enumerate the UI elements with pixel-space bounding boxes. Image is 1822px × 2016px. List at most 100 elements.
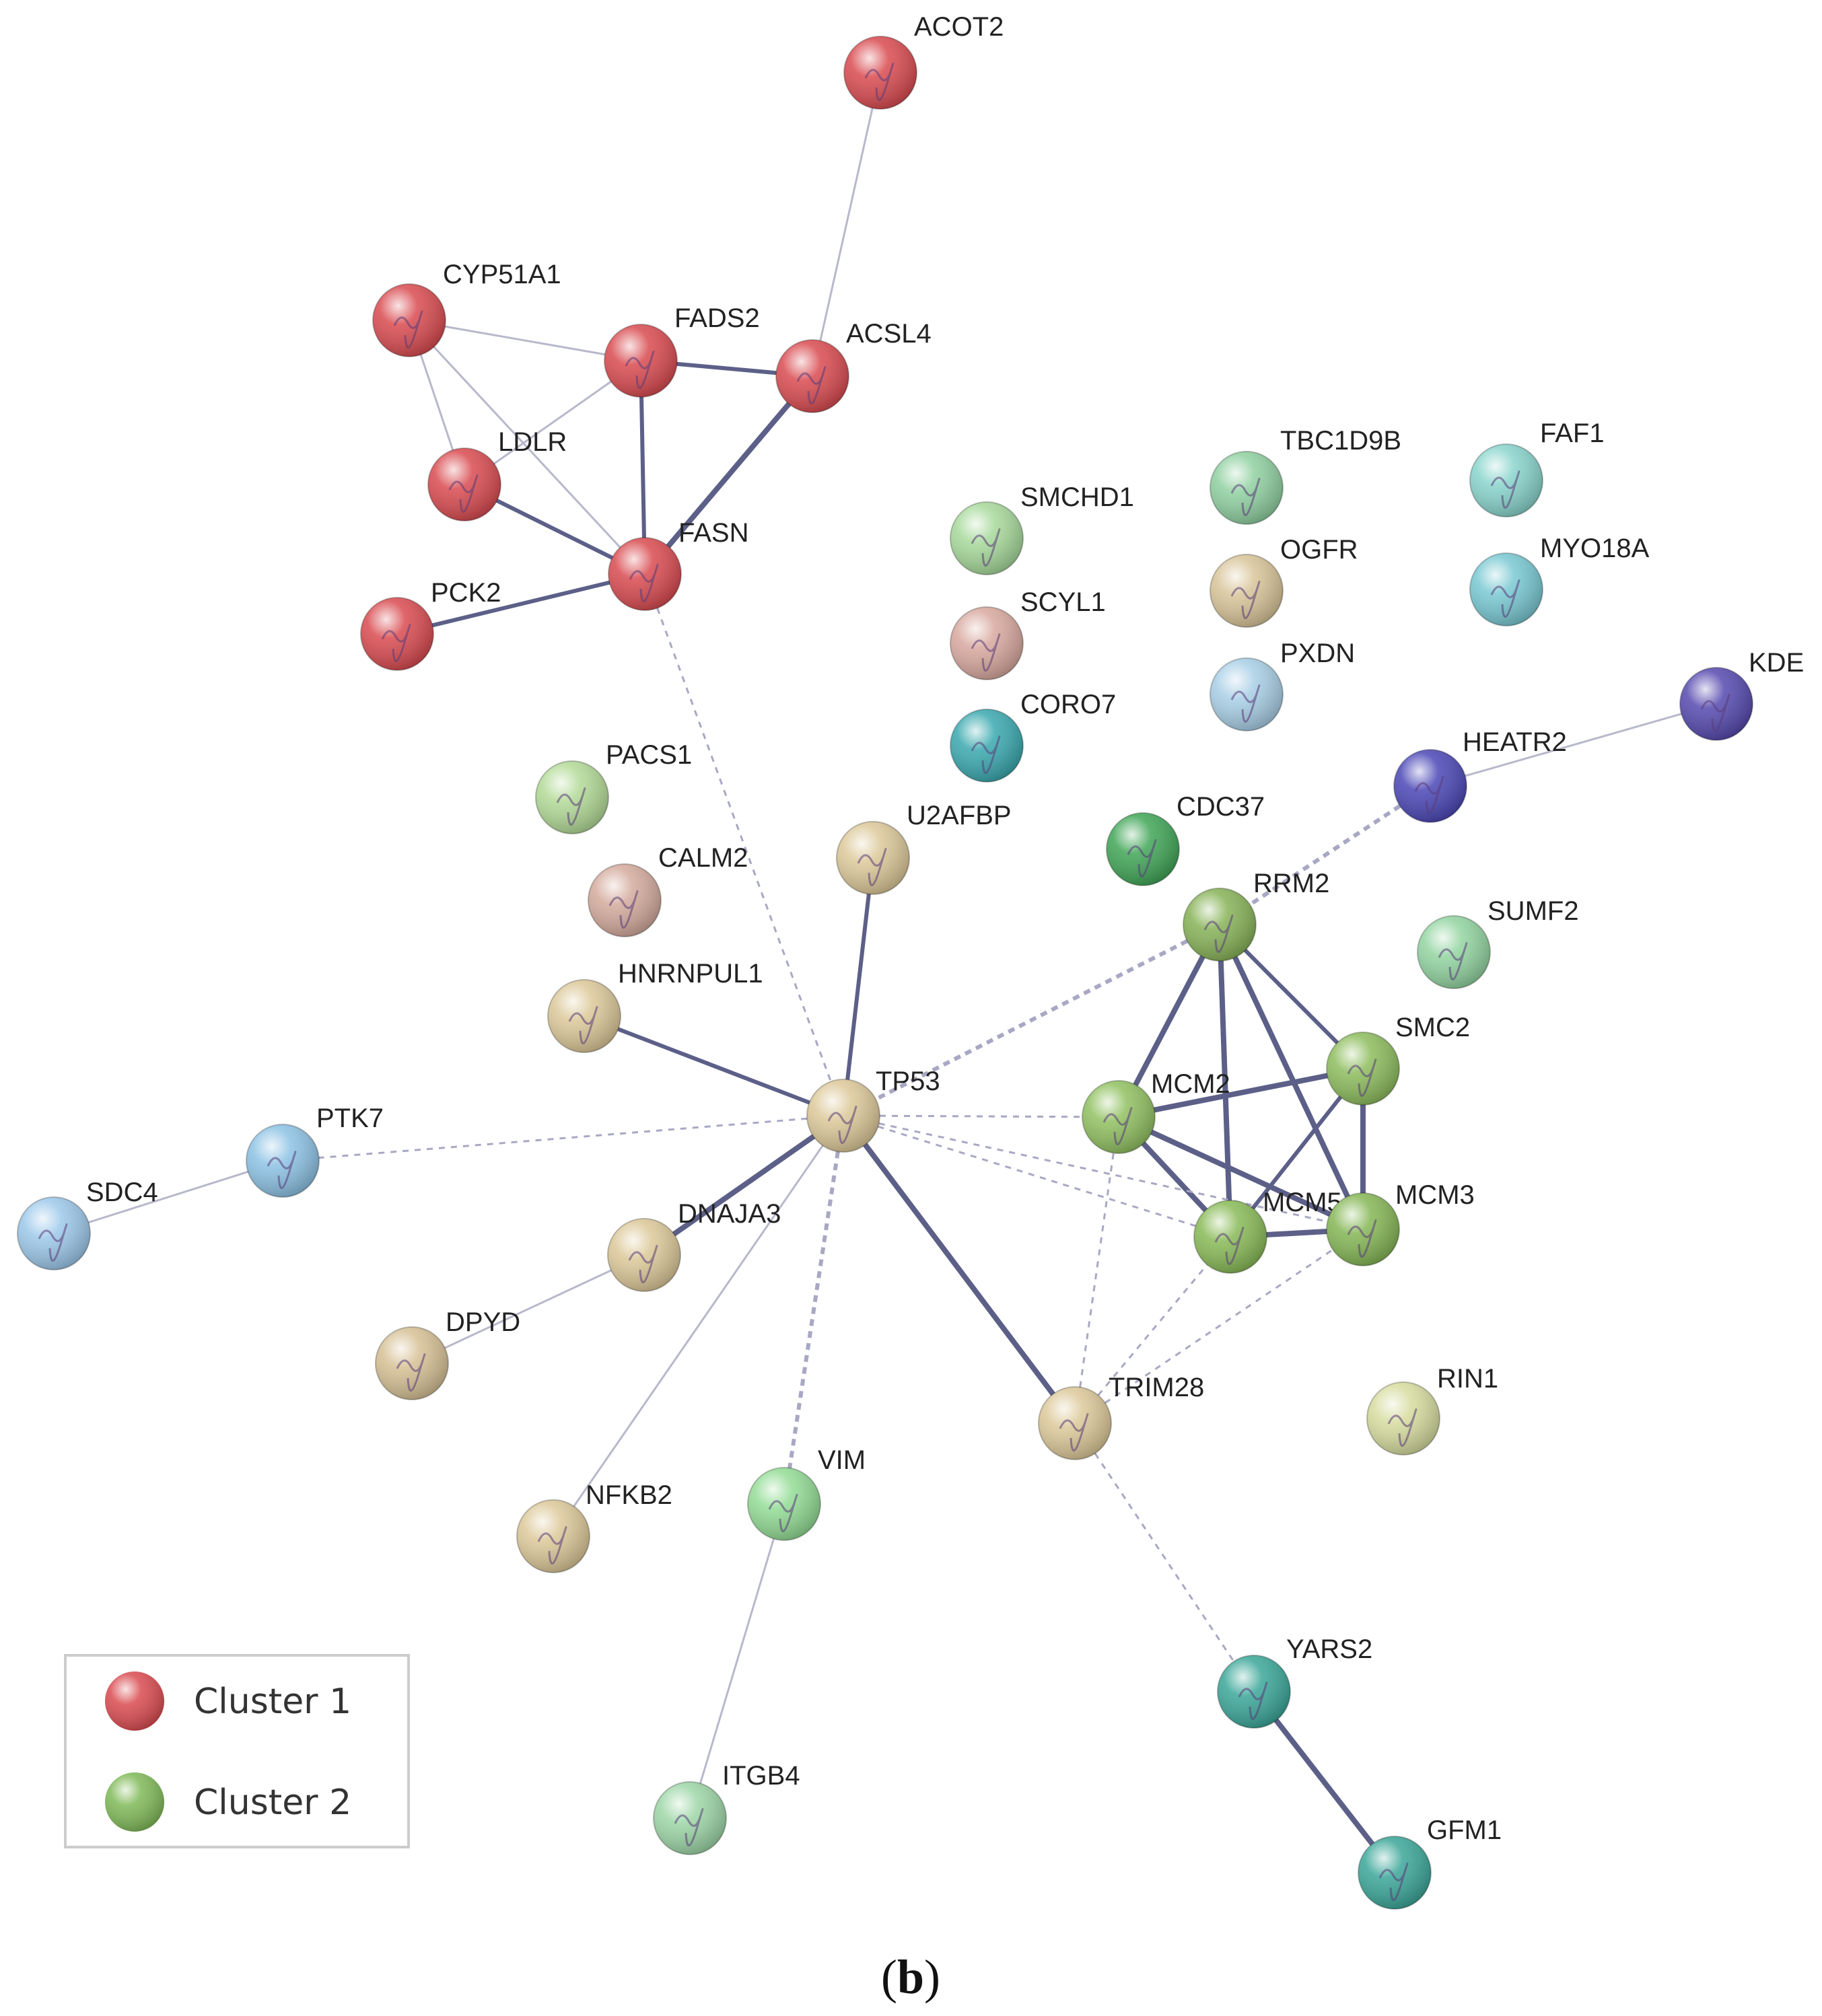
node-tbc1d9b[interactable]: TBC1D9B <box>1210 426 1401 525</box>
node-label: HNRNPUL1 <box>618 959 763 988</box>
node-sphere-shine <box>517 1500 590 1573</box>
legend-label-cluster-2: Cluster 2 <box>194 1783 351 1823</box>
legend-swatch-shine <box>105 1671 164 1731</box>
node-sphere-shine <box>1470 444 1543 517</box>
node-label: HEATR2 <box>1463 727 1567 757</box>
node-cyp51a1[interactable]: CYP51A1 <box>372 260 561 357</box>
node-label: YARS2 <box>1286 1634 1372 1664</box>
protein-structure-icon <box>556 787 586 826</box>
node-sumf2[interactable]: SUMF2 <box>1417 896 1579 989</box>
node-label: MYO18A <box>1540 534 1650 563</box>
node-dnaja3[interactable]: DNAJA3 <box>607 1199 781 1292</box>
node-itgb4[interactable]: ITGB4 <box>653 1761 800 1855</box>
protein-structure-icon <box>1230 684 1261 723</box>
edge-yars2-gfm1 <box>1251 1690 1397 1875</box>
edge-acsl4-fasn <box>642 374 815 576</box>
node-label: PACS1 <box>606 740 692 770</box>
node-myo18a[interactable]: MYO18A <box>1469 534 1650 626</box>
node-kde[interactable]: KDE <box>1679 648 1804 741</box>
node-smchd1[interactable]: SMCHD1 <box>950 482 1134 575</box>
node-ogfr[interactable]: OGFR <box>1210 535 1358 628</box>
edge-tp53-dnaja3 <box>642 1113 845 1258</box>
legend-swatch-shine <box>105 1772 164 1832</box>
node-nfkb2[interactable]: NFKB2 <box>516 1480 672 1573</box>
protein-structure-icon <box>1490 579 1520 618</box>
node-smc2[interactable]: SMC2 <box>1326 1013 1470 1106</box>
legend-label-cluster-1: Cluster 1 <box>194 1682 351 1722</box>
edge-trim28-mcm2 <box>1074 1116 1120 1424</box>
node-label: CYP51A1 <box>443 260 561 289</box>
protein-structure-icon <box>857 848 887 887</box>
node-label: SDC4 <box>86 1178 158 1207</box>
node-rrm2[interactable]: RRM2 <box>1183 869 1329 962</box>
node-heatr2[interactable]: HEATR2 <box>1393 727 1567 823</box>
protein-structure-icon <box>267 1151 297 1190</box>
node-label: OGFR <box>1280 535 1358 565</box>
protein-structure-icon <box>396 1353 426 1392</box>
node-sphere-shine <box>1210 452 1283 524</box>
legend-item-cluster-1: Cluster 1 <box>105 1671 351 1731</box>
node-scyl1[interactable]: SCYL1 <box>950 587 1106 680</box>
protein-structure-icon <box>1387 1408 1417 1447</box>
edge-cyp51a1-fads2 <box>409 319 641 362</box>
node-acot2[interactable]: ACOT2 <box>843 12 1004 110</box>
protein-structure-icon <box>629 564 659 603</box>
edge-tp53-mcm2 <box>843 1114 1119 1118</box>
node-vim[interactable]: VIM <box>747 1445 866 1541</box>
node-pacs1[interactable]: PACS1 <box>535 740 692 834</box>
node-yars2[interactable]: YARS2 <box>1217 1634 1372 1729</box>
node-sdc4[interactable]: SDC4 <box>17 1178 158 1270</box>
edge-tp53-mcm3 <box>843 1114 1364 1231</box>
node-sphere-shine <box>588 864 661 937</box>
node-hnrnpul1[interactable]: HNRNPUL1 <box>547 959 763 1053</box>
node-sphere-shine <box>604 324 677 397</box>
protein-structure-icon <box>768 1494 798 1533</box>
node-sphere-shine <box>1039 1387 1111 1460</box>
node-gfm1[interactable]: GFM1 <box>1358 1815 1502 1910</box>
node-faf1[interactable]: FAF1 <box>1469 419 1605 517</box>
edge-pck2-fasn <box>396 572 645 636</box>
protein-structure-icon <box>1414 776 1444 815</box>
node-cdc37[interactable]: CDC37 <box>1106 792 1265 886</box>
protein-structure-icon <box>381 624 411 663</box>
node-trim28[interactable]: TRIM28 <box>1038 1373 1204 1460</box>
node-pck2[interactable]: PCK2 <box>360 578 501 671</box>
node-tp53[interactable]: TP53 <box>806 1067 940 1153</box>
edge-kde-heatr2 <box>1430 703 1717 787</box>
node-label: TP53 <box>876 1067 940 1096</box>
protein-structure-icon <box>1214 1227 1245 1266</box>
node-ldlr[interactable]: LDLR <box>427 427 567 521</box>
node-label: CALM2 <box>658 843 748 873</box>
node-coro7[interactable]: CORO7 <box>950 690 1116 783</box>
node-mcm2[interactable]: MCM2 <box>1082 1069 1230 1154</box>
edge-rrm2-mcm3 <box>1217 923 1366 1231</box>
node-pxdn[interactable]: PXDN <box>1210 639 1355 731</box>
node-sphere-shine <box>608 538 681 610</box>
node-calm2[interactable]: CALM2 <box>588 843 748 937</box>
protein-structure-icon <box>393 310 423 349</box>
node-label: ITGB4 <box>722 1761 800 1791</box>
node-fasn[interactable]: FASN <box>608 518 748 611</box>
node-sphere-shine <box>1218 1655 1290 1728</box>
caption-letter: b <box>897 1950 924 2004</box>
edge-rrm2-tp53 <box>842 923 1221 1118</box>
node-label: SMCHD1 <box>1020 482 1134 512</box>
node-sphere-shine <box>17 1197 90 1270</box>
node-acsl4[interactable]: ACSL4 <box>775 319 932 413</box>
node-label: KDE <box>1749 648 1804 678</box>
protein-structure-icon <box>1700 694 1730 733</box>
edge-trim28-mcm3 <box>1074 1228 1364 1425</box>
node-sphere-shine <box>1210 658 1283 731</box>
edge-smc2-mcm2 <box>1118 1066 1364 1120</box>
protein-structure-icon <box>1438 942 1468 981</box>
node-sphere-shine <box>1417 916 1490 988</box>
node-mcm5[interactable]: MCM5 <box>1193 1188 1342 1274</box>
protein-structure-icon <box>38 1223 68 1262</box>
node-u2afbp[interactable]: U2AFBP <box>836 801 1012 895</box>
node-rin1[interactable]: RIN1 <box>1366 1364 1498 1455</box>
node-ptk7[interactable]: PTK7 <box>246 1104 384 1198</box>
node-fads2[interactable]: FADS2 <box>604 303 760 398</box>
node-dpyd[interactable]: DPYD <box>375 1307 520 1400</box>
node-mcm3[interactable]: MCM3 <box>1326 1180 1475 1266</box>
